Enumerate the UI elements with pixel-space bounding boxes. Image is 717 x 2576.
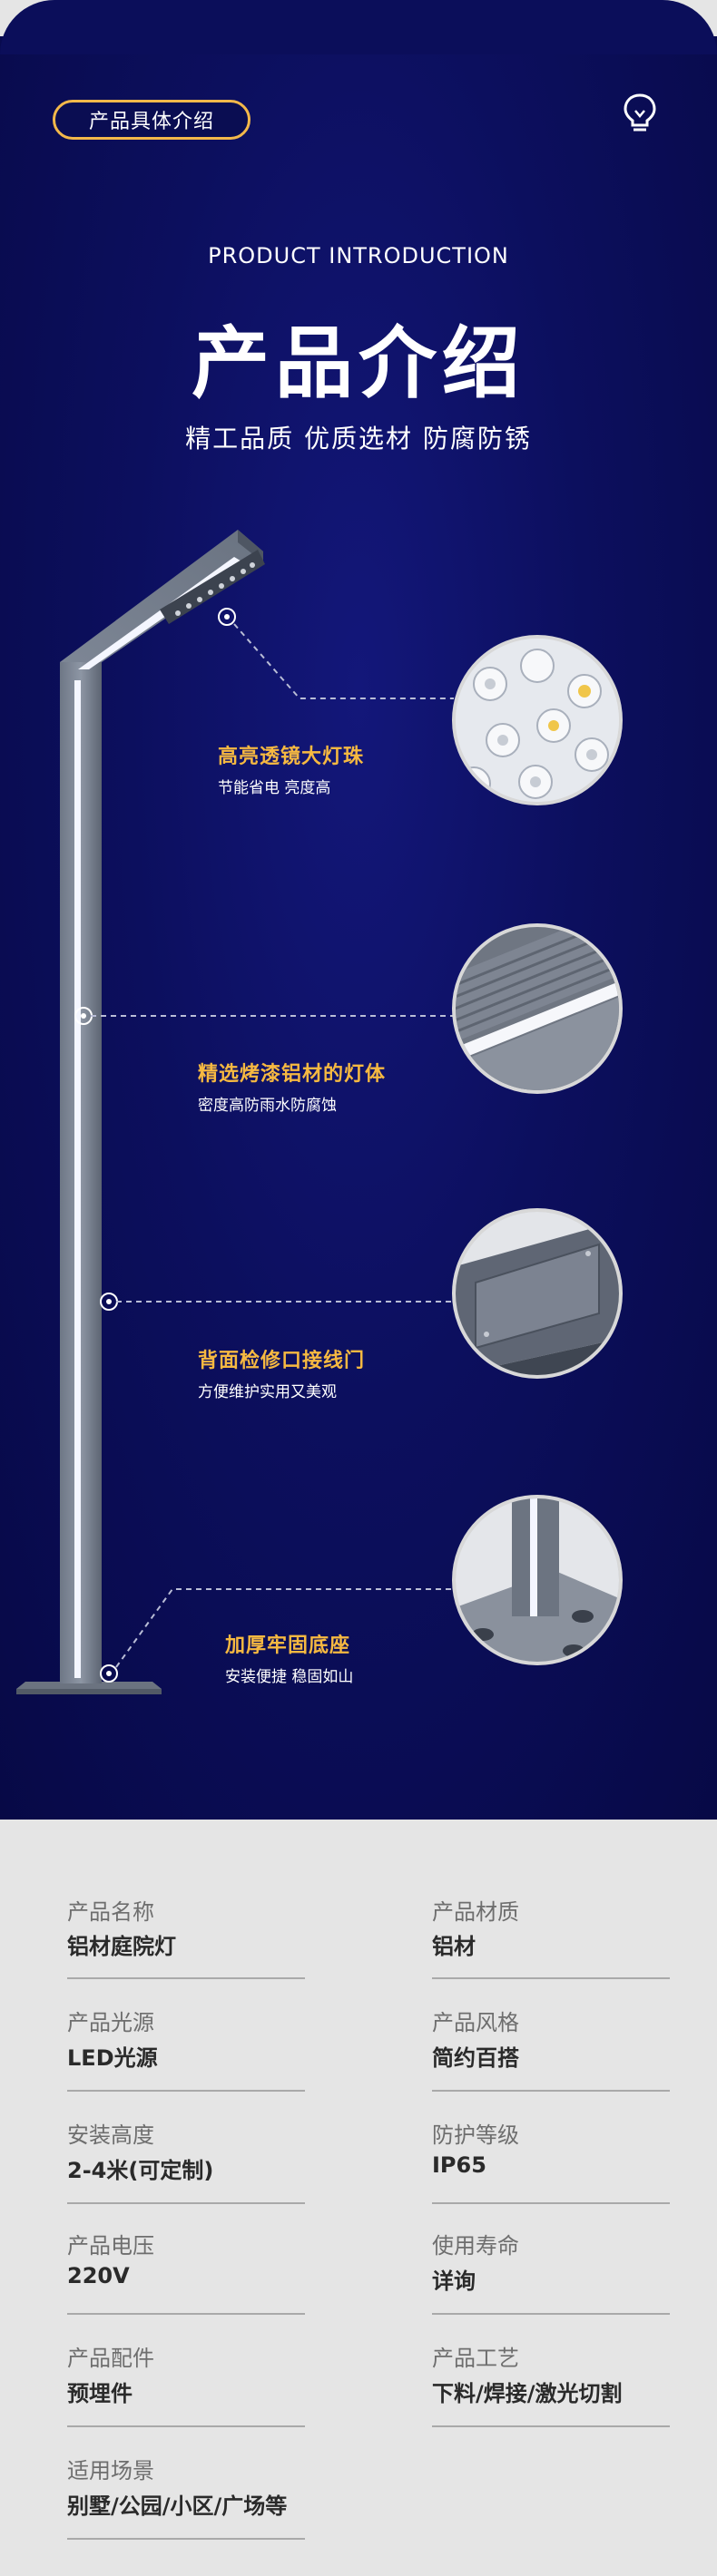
spec-value-protection: IP65 bbox=[432, 2152, 486, 2178]
lamp-post-illustration bbox=[16, 530, 265, 1694]
spec-divider bbox=[67, 2090, 305, 2092]
hero-top-curve bbox=[0, 0, 717, 54]
spec-divider bbox=[432, 1977, 670, 1979]
spec-value-scenarios: 别墅/公园/小区/广场等 bbox=[67, 2493, 288, 2519]
spec-label-light-source: 产品光源 bbox=[67, 2010, 154, 2035]
feature-title-2: 精选烤漆铝材的灯体 bbox=[198, 1063, 387, 1086]
feature-desc-2: 密度高防雨水防腐蚀 bbox=[198, 1097, 337, 1115]
feature-desc-1: 节能省电 亮度高 bbox=[218, 779, 331, 797]
spec-label-lifespan: 使用寿命 bbox=[432, 2233, 519, 2259]
spec-divider bbox=[67, 2202, 305, 2204]
spec-label-process: 产品工艺 bbox=[432, 2346, 519, 2371]
page-subtitle: 精工品质 优质选材 防腐防锈 bbox=[185, 424, 532, 454]
leader-lines bbox=[91, 623, 454, 1668]
led-lens-image bbox=[456, 639, 619, 802]
spec-divider bbox=[432, 2202, 670, 2204]
spec-label-accessories: 产品配件 bbox=[67, 2346, 154, 2371]
spec-divider bbox=[432, 2313, 670, 2315]
detail-service-door bbox=[452, 1208, 623, 1379]
spec-value-material: 铝材 bbox=[432, 1934, 476, 1959]
spec-value-name: 铝材庭院灯 bbox=[67, 1934, 176, 1959]
spec-value-light-source: LED光源 bbox=[67, 2045, 158, 2071]
detail-base-plate bbox=[452, 1495, 623, 1665]
spec-divider bbox=[432, 2425, 670, 2427]
spec-label-height: 安装高度 bbox=[67, 2122, 154, 2148]
lightbulb-icon bbox=[624, 93, 656, 132]
spec-label-material: 产品材质 bbox=[432, 1899, 519, 1925]
spec-value-process: 下料/焊接/激光切割 bbox=[432, 2381, 623, 2406]
spec-label-voltage: 产品电压 bbox=[67, 2233, 154, 2259]
spec-label-protection: 防护等级 bbox=[432, 2122, 519, 2148]
detail-aluminum-body bbox=[452, 923, 623, 1094]
spec-divider bbox=[67, 2538, 305, 2540]
spec-divider bbox=[67, 2313, 305, 2315]
service-door-image bbox=[456, 1212, 619, 1375]
spec-value-voltage: 220V bbox=[67, 2263, 130, 2288]
english-heading: PRODUCT INTRODUCTION bbox=[208, 243, 509, 268]
page-title: 产品介绍 bbox=[192, 318, 525, 409]
spec-value-style: 简约百搭 bbox=[432, 2045, 519, 2071]
hero-section: 产品具体介绍 PRODUCT INTRODUCTION 产品介绍 精工品质 优质… bbox=[0, 0, 717, 1820]
spec-section: 产品名称 铝材庭院灯 产品材质 铝材 产品光源 LED光源 产品风格 简约百搭 … bbox=[0, 1820, 717, 2576]
feature-title-4: 加厚牢固底座 bbox=[225, 1634, 351, 1657]
spec-divider bbox=[432, 2090, 670, 2092]
spec-divider bbox=[67, 1977, 305, 1979]
feature-desc-4: 安装便捷 稳固如山 bbox=[225, 1668, 354, 1686]
base-plate-image bbox=[456, 1498, 619, 1662]
spec-label-style: 产品风格 bbox=[432, 2010, 519, 2035]
spec-label-name: 产品名称 bbox=[67, 1899, 154, 1925]
section-tag: 产品具体介绍 bbox=[53, 100, 250, 140]
feature-title-3: 背面检修口接线门 bbox=[198, 1350, 366, 1372]
spec-value-lifespan: 详询 bbox=[432, 2269, 476, 2294]
feature-desc-3: 方便维护实用又美观 bbox=[198, 1383, 337, 1401]
spec-divider bbox=[67, 2425, 305, 2427]
detail-led-lens bbox=[452, 635, 623, 805]
spec-value-height: 2-4米(可定制) bbox=[67, 2158, 214, 2183]
aluminum-body-image bbox=[456, 927, 619, 1090]
feature-title-1: 高亮透镜大灯珠 bbox=[218, 746, 365, 768]
spec-label-scenarios: 适用场景 bbox=[67, 2458, 154, 2483]
spec-value-accessories: 预埋件 bbox=[67, 2381, 133, 2406]
